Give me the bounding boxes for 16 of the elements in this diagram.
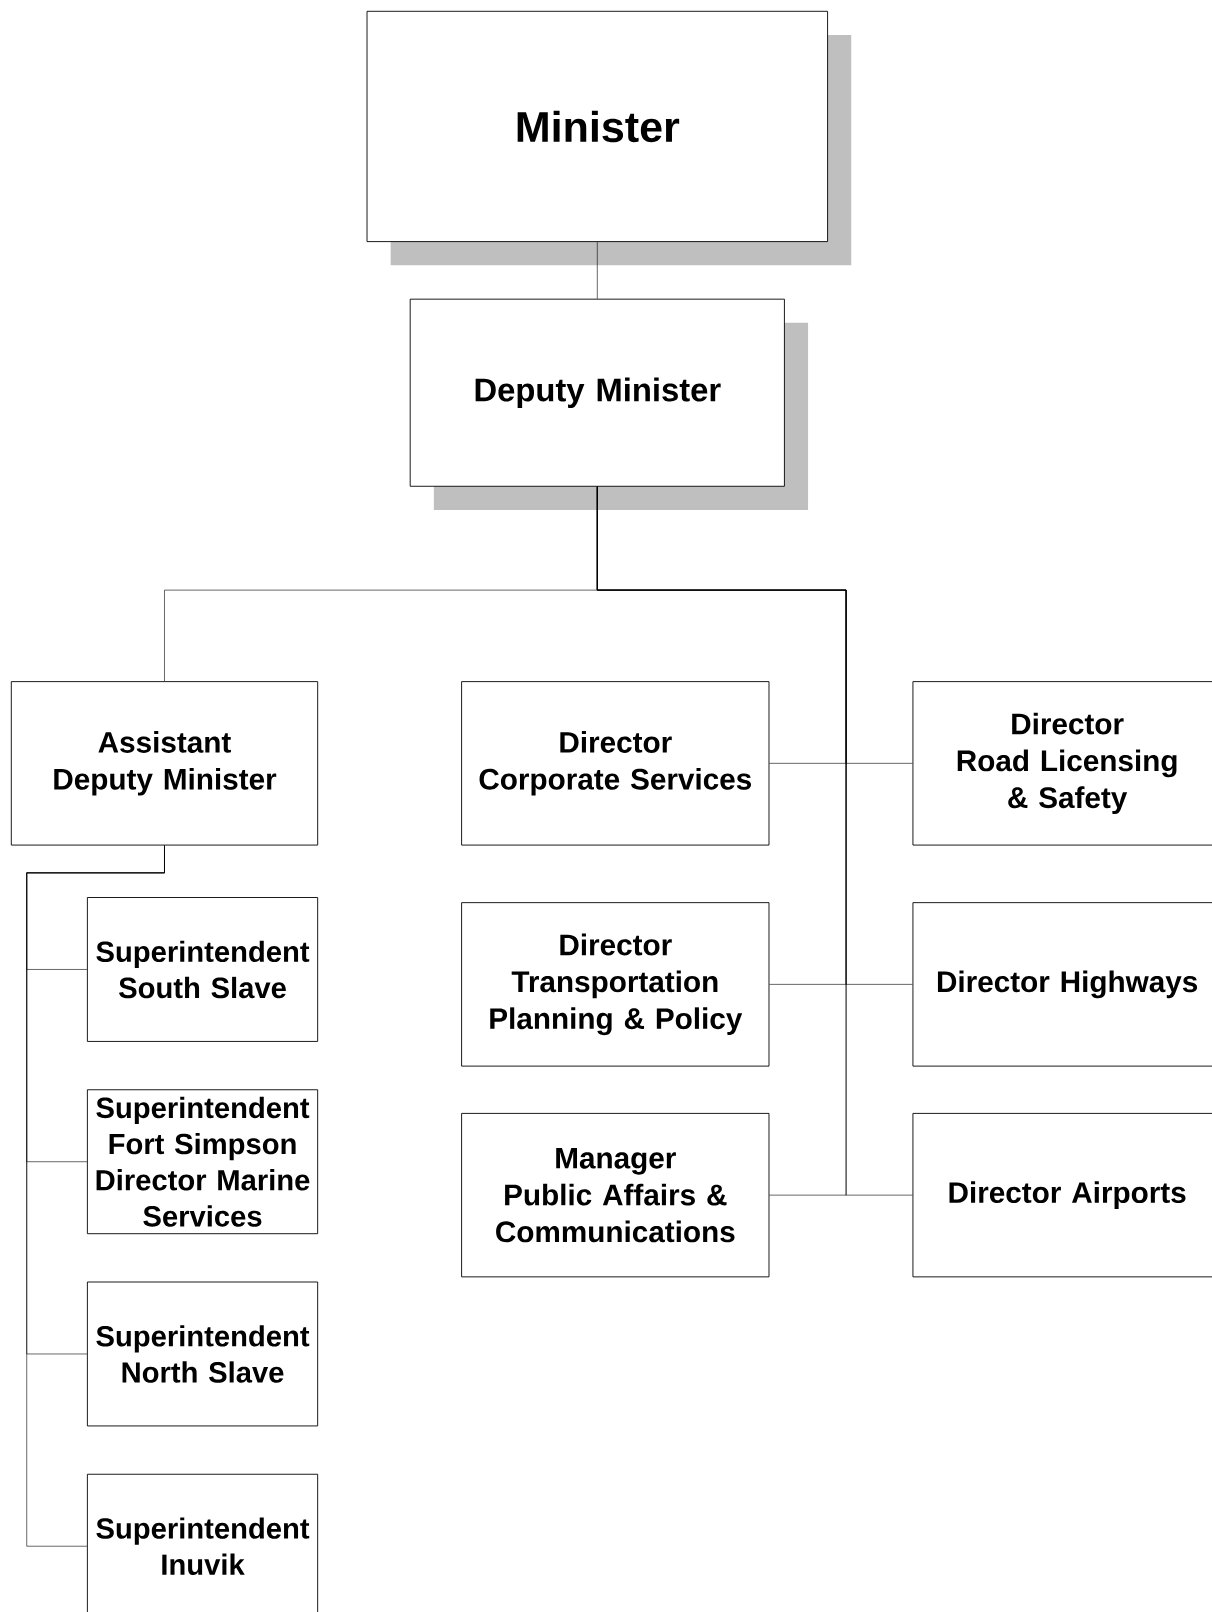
position-box: Superintendent Fort Simpson Director Marine Services	[86, 1089, 319, 1235]
position-box: Superintendent North Slave	[86, 1281, 319, 1427]
connector-line	[597, 241, 598, 300]
position-box: Director Transportation Planning & Policy	[461, 902, 770, 1067]
position-box: Director Highways	[912, 902, 1212, 1067]
position-box: Superintendent South Slave	[86, 897, 319, 1042]
connector-line	[26, 845, 165, 1547]
position-box: Director Corporate Services	[461, 681, 770, 846]
position-box: Director Road Licensing & Safety	[912, 681, 1212, 846]
position-box: Superintendent Inuvik	[86, 1473, 319, 1612]
position-box: Manager Public Affairs & Communications	[461, 1112, 770, 1278]
position-box: Assistant Deputy Minister	[10, 681, 319, 846]
position-box: Minister	[366, 10, 852, 266]
connector-line	[597, 486, 913, 1196]
position-box: Deputy Minister	[409, 298, 809, 510]
position-box: Director Airports	[912, 1112, 1212, 1278]
